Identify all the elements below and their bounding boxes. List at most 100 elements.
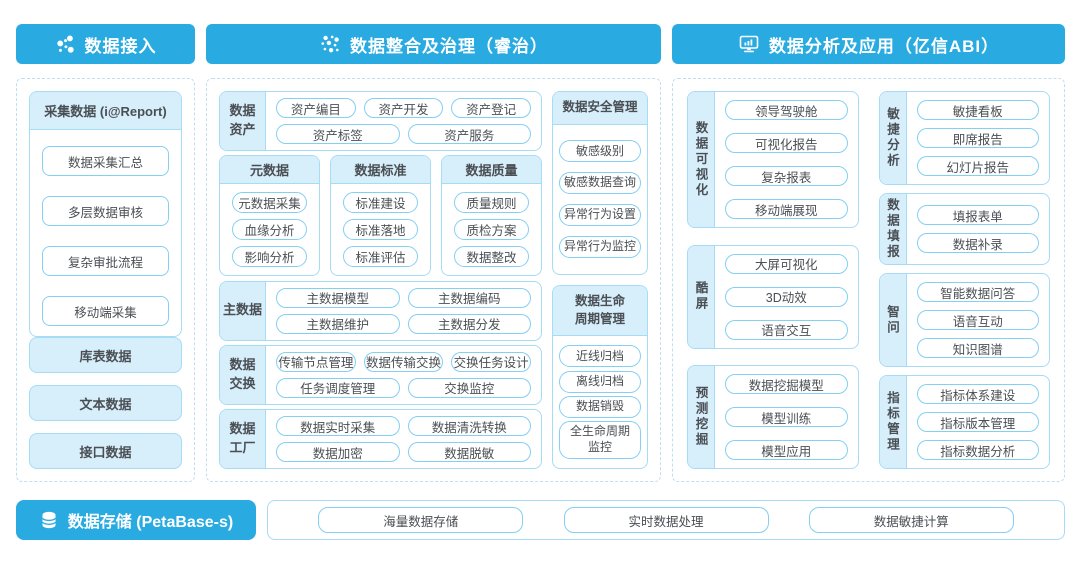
item-button: 数据实时采集 — [276, 416, 400, 436]
item-button: 传输节点管理 — [276, 351, 356, 372]
item-button: 主数据模型 — [276, 287, 400, 308]
block-items: 数据挖掘模型模型训练模型应用 — [715, 366, 858, 468]
block-label: 预测挖掘 — [688, 366, 715, 468]
top-section: 数据接入 采集数据 (i@Report) 数据采集汇总多层数据审核复杂审批流程移… — [16, 24, 1065, 482]
item-button: 模型训练 — [725, 407, 848, 427]
governance-side-cards: 数据安全管理 敏感级别敏感数据查询异常行为设置异常行为监控 数据生命 周期管理 … — [552, 91, 648, 469]
sub-card-body: 元数据采集血缘分析影响分析 — [220, 184, 319, 275]
labeled-block: 预测挖掘数据挖掘模型模型训练模型应用 — [687, 365, 859, 469]
lifecycle-card-title: 数据生命 周期管理 — [553, 286, 647, 336]
labeled-block: 敏捷分析敏捷看板即席报告幻灯片报告 — [878, 91, 1050, 185]
labeled-block: 酷屏大屏可视化 3D动效语音交互 — [687, 244, 859, 349]
item-button: 大屏可视化 — [725, 253, 848, 274]
item-button: 语音交互 — [725, 319, 848, 340]
security-card: 数据安全管理 敏感级别敏感数据查询异常行为设置异常行为监控 — [552, 91, 648, 275]
storage-item-button: 实时数据处理 — [563, 507, 769, 533]
analysis-right-blocks: 敏捷分析敏捷看板即席报告幻灯片报告数据填报填报表单数据补录智问智能数据问答语音互… — [878, 91, 1050, 469]
item-button: 复杂审批流程 — [42, 246, 169, 276]
sub-card-body: 标准建设标准落地标准评估 — [331, 184, 430, 275]
panel-governance: 数据 资产资产编目资产开发资产登记资产标签资产服务元数据元数据采集血缘分析影响分… — [206, 78, 661, 482]
block-rows: 数据实时采集数据清洗转换数据加密数据脱敏 — [266, 410, 541, 468]
item-button: 即席报告 — [916, 128, 1039, 148]
header-data-access: 数据接入 — [16, 24, 195, 64]
item-button: 离线归档 — [559, 370, 641, 393]
item-button: 可视化报告 — [725, 133, 848, 153]
block-row: 数据加密数据脱敏 — [276, 442, 531, 462]
item-button: 资产标签 — [276, 124, 400, 144]
block-label: 数据 工厂 — [220, 410, 266, 468]
item-button: 数据采集汇总 — [42, 146, 169, 176]
item-button: 数据整改 — [454, 246, 529, 268]
item-button: 智能数据问答 — [916, 282, 1039, 302]
analysis-left-blocks: 数据可视化领导驾驶舱可视化报告复杂报表移动端展现酷屏大屏可视化 3D动效语音交互预… — [687, 91, 859, 469]
block-items: 智能数据问答语音互动知识图谱 — [907, 274, 1050, 366]
source-list: 库表数据文本数据接口数据 — [29, 337, 182, 469]
storage-tray: 海量数据存储实时数据处理数据敏捷计算 — [267, 500, 1065, 540]
item-button: 数据补录 — [916, 233, 1039, 253]
storage-label: 数据存储 (PetaBase-s) — [67, 514, 234, 531]
report-card: 采集数据 (i@Report) 数据采集汇总多层数据审核复杂审批流程移动端采集 — [29, 91, 182, 337]
item-button: 数据挖掘模型 — [725, 374, 848, 394]
sub-card: 数据标准标准建设标准落地标准评估 — [330, 155, 431, 277]
block-items: 填报表单数据补录 — [907, 194, 1050, 264]
item-button: 标准评估 — [343, 246, 418, 268]
labeled-block: 指标管理指标体系建设指标版本管理指标数据分析 — [878, 375, 1050, 469]
item-button: 指标体系建设 — [916, 384, 1039, 404]
header-analysis: 数据分析及应用（亿信ABI） — [672, 24, 1065, 64]
item-button: 数据脱敏 — [407, 442, 531, 462]
security-card-body: 敏感级别敏感数据查询异常行为设置异常行为监控 — [553, 125, 647, 275]
item-button: 数据传输交换 — [363, 351, 444, 372]
block-label: 数据填报 — [879, 194, 907, 264]
item-button: 标准落地 — [343, 219, 418, 241]
sub-card-body: 质量规则质检方案数据整改 — [442, 184, 541, 275]
item-button: 模型应用 — [725, 440, 848, 460]
item-button: 资产编目 — [276, 98, 356, 118]
header-label: 数据分析及应用（亿信ABI） — [768, 36, 1000, 56]
block-rows: 资产编目资产开发资产登记资产标签资产服务 — [266, 92, 541, 150]
item-button: 标准建设 — [343, 192, 418, 214]
panel-data-access: 采集数据 (i@Report) 数据采集汇总多层数据审核复杂审批流程移动端采集 … — [16, 78, 195, 482]
source-button: 库表数据 — [29, 337, 182, 373]
block-row: 资产编目资产开发资产登记 — [276, 98, 532, 118]
item-button: 异常行为监控 — [559, 236, 641, 259]
labeled-block: 数据填报填报表单数据补录 — [878, 193, 1050, 265]
column-data-access: 数据接入 采集数据 (i@Report) 数据采集汇总多层数据审核复杂审批流程移… — [16, 24, 195, 482]
item-button: 敏感级别 — [559, 140, 641, 163]
block-items: 指标体系建设指标版本管理指标数据分析 — [907, 376, 1050, 468]
item-button: 主数据编码 — [407, 287, 531, 308]
labeled-block: 数据 资产资产编目资产开发资产登记资产标签资产服务 — [219, 91, 542, 151]
block-label: 指标管理 — [879, 376, 907, 468]
item-button: 3D动效 — [725, 286, 848, 307]
block-row: 主数据维护主数据分发 — [276, 313, 531, 334]
block-label: 数据可视化 — [688, 92, 715, 227]
item-button: 资产登记 — [451, 98, 532, 118]
item-button: 任务调度管理 — [276, 377, 400, 398]
sub-card: 数据质量质量规则质检方案数据整改 — [441, 155, 542, 277]
source-button: 文本数据 — [29, 385, 182, 421]
header-governance: 数据整合及治理（睿治） — [206, 24, 661, 64]
column-governance: 数据整合及治理（睿治） 数据 资产资产编目资产开发资产登记资产标签资产服务元数据… — [206, 24, 661, 482]
item-button: 填报表单 — [916, 205, 1039, 225]
item-button: 数据加密 — [276, 442, 400, 462]
block-label: 智问 — [879, 274, 907, 366]
sub-card-title: 数据标准 — [331, 156, 430, 185]
block-label: 酷屏 — [688, 245, 715, 348]
labeled-block: 智问智能数据问答语音互动知识图谱 — [878, 273, 1050, 367]
labeled-block: 数据 交换传输节点管理数据传输交换交换任务设计任务调度管理交换监控 — [219, 344, 542, 405]
block-items: 敏捷看板即席报告幻灯片报告 — [907, 92, 1050, 184]
labeled-block: 数据可视化领导驾驶舱可视化报告复杂报表移动端展现 — [687, 91, 859, 228]
block-row: 数据实时采集数据清洗转换 — [276, 416, 531, 436]
storage-header: 数据存储 (PetaBase-s) — [16, 500, 256, 540]
labeled-block: 主数据主数据模型主数据编码主数据维护主数据分发 — [219, 280, 542, 341]
block-row: 主数据模型主数据编码 — [276, 287, 531, 308]
header-label: 数据接入 — [84, 36, 157, 56]
storage-item-button: 海量数据存储 — [318, 507, 524, 533]
item-button: 指标版本管理 — [916, 412, 1039, 432]
lifecycle-card-body: 近线归档离线归档数据销毁全生命周期 监控 — [553, 336, 647, 468]
item-button: 数据清洗转换 — [407, 416, 531, 436]
item-button: 质检方案 — [454, 219, 529, 241]
network-dots-icon — [55, 34, 76, 55]
lifecycle-card: 数据生命 周期管理 近线归档离线归档数据销毁全生命周期 监控 — [552, 285, 648, 469]
panel-analysis: 数据可视化领导驾驶舱可视化报告复杂报表移动端展现酷屏大屏可视化 3D动效语音交互预… — [672, 78, 1065, 482]
item-button: 资产开发 — [363, 98, 444, 118]
